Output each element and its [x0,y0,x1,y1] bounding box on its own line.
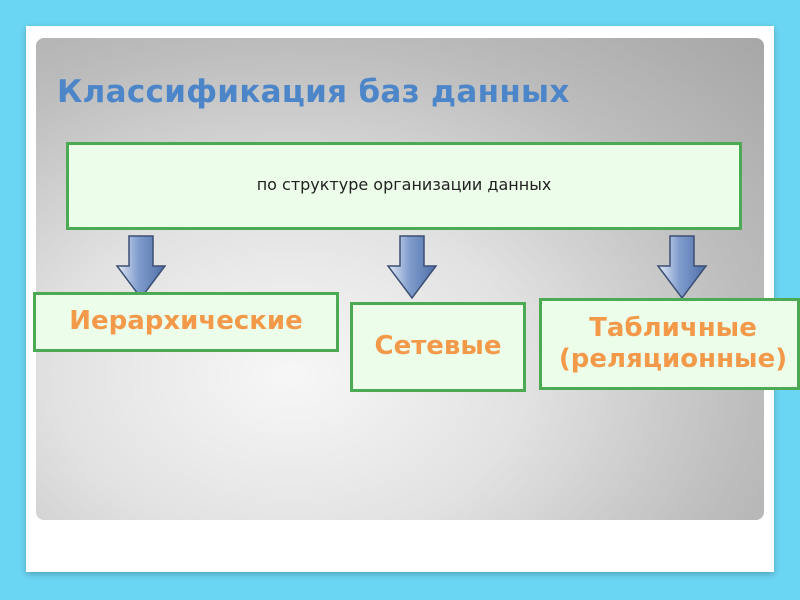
category-hierarchical: Иерархические [33,292,339,352]
category-label: Иерархические [69,306,303,337]
down-arrow-icon [386,235,438,300]
down-arrow-icon [115,235,167,300]
criterion-label: по структуре организации данных [256,175,552,194]
category-label-line-2: (реляционные) [558,344,788,374]
criterion-box: по структуре организации данных [66,142,742,230]
category-relational: Табличные (реляционные) [539,298,800,390]
category-label: Сетевые [374,331,502,362]
down-arrow-icon [656,235,708,300]
category-label-line-1: Табличные [589,312,757,343]
category-network: Сетевые [350,302,526,392]
page-title: Классификация баз данных [57,74,570,110]
category-label: Табличные (реляционные) [553,313,793,375]
